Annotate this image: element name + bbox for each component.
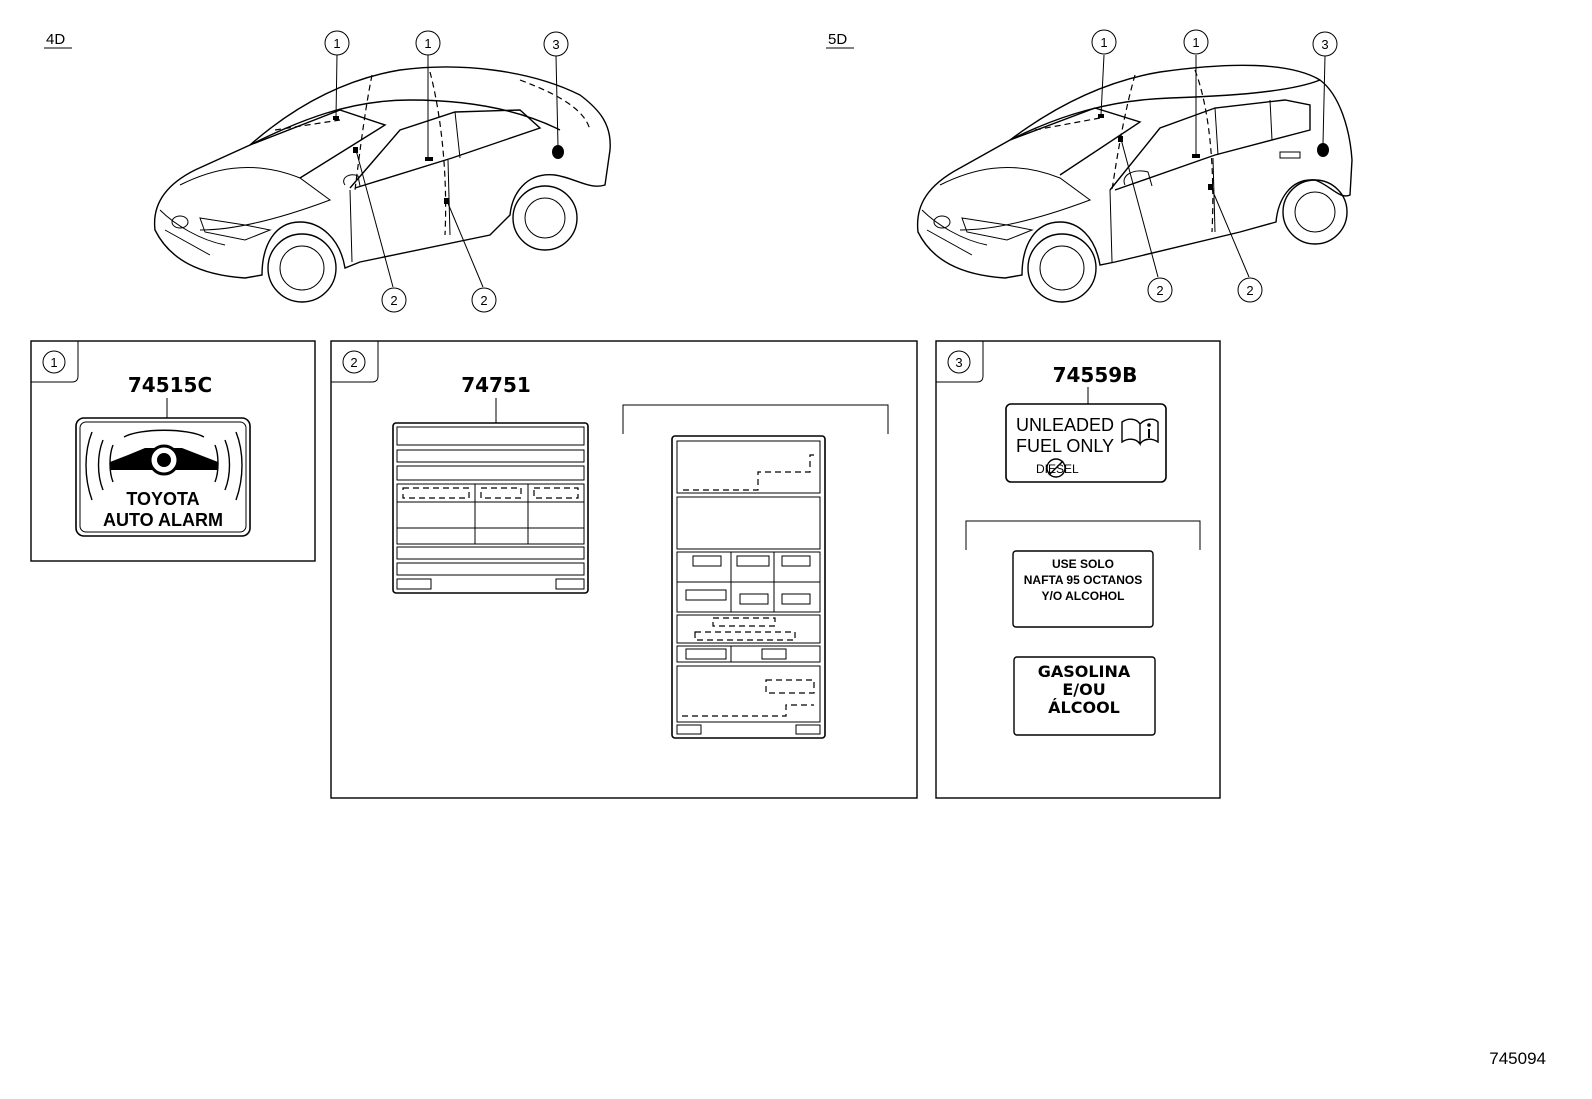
sedan-car-illustration — [153, 54, 611, 303]
svg-text:1: 1 — [50, 355, 57, 370]
svg-text:2: 2 — [480, 293, 487, 308]
hatch-callout-1b: 1 — [1183, 29, 1209, 55]
sedan-callout-1b: 1 — [415, 30, 441, 56]
hatch-callout-3: 3 — [1312, 31, 1338, 57]
hatch-callout-2a: 2 — [1147, 277, 1173, 303]
figure-id: 745094 — [1489, 1049, 1546, 1068]
panel-1-alarm-label: 1 74515C TOYOTA AUTO ALARM — [30, 340, 316, 562]
svg-text:NAFTA 95 OCTANOS: NAFTA 95 OCTANOS — [1024, 573, 1142, 587]
part-number-74751: 74751 — [461, 373, 531, 397]
spanish-fuel-sticker: USE SOLO NAFTA 95 OCTANOS Y/O ALCOHOL — [1012, 550, 1154, 628]
svg-text:UNLEADED: UNLEADED — [1016, 415, 1114, 435]
hatch-callout-1a: 1 — [1091, 29, 1117, 55]
svg-text:4D: 4D — [46, 31, 65, 48]
svg-text:3: 3 — [1321, 37, 1328, 52]
svg-text:1: 1 — [333, 36, 340, 51]
svg-text:DIESEL: DIESEL — [1036, 462, 1079, 476]
svg-text:1: 1 — [1192, 35, 1199, 50]
svg-text:ÁLCOOL: ÁLCOOL — [1048, 698, 1120, 717]
part-number-74559b: 74559B — [1053, 363, 1138, 387]
svg-text:2: 2 — [390, 293, 397, 308]
svg-text:3: 3 — [955, 355, 962, 370]
svg-text:AUTO ALARM: AUTO ALARM — [103, 510, 223, 530]
hatchback-car-illustration — [916, 54, 1353, 303]
sedan-callout-1a: 1 — [324, 30, 350, 56]
svg-text:GASOLINA: GASOLINA — [1038, 662, 1131, 681]
svg-text:2: 2 — [1156, 283, 1163, 298]
svg-text:FUEL ONLY: FUEL ONLY — [1016, 436, 1114, 456]
svg-text:TOYOTA: TOYOTA — [126, 489, 199, 509]
part-number-74515c: 74515C — [128, 373, 212, 397]
panel-2-info-label: 2 74751 — [330, 340, 918, 799]
svg-text:E/OU: E/OU — [1062, 680, 1105, 699]
sedan-callout-2b: 2 — [471, 287, 497, 313]
sedan-callout-3: 3 — [543, 31, 569, 57]
svg-text:3: 3 — [552, 37, 559, 52]
panel-3-fuel-labels: 3 74559B UNLEADED FUEL ONLY DIESEL USE S… — [935, 340, 1221, 799]
svg-text:USE SOLO: USE SOLO — [1052, 557, 1114, 571]
portuguese-fuel-sticker: GASOLINA E/OU ÁLCOOL — [1013, 656, 1156, 736]
hatch-callout-2b: 2 — [1237, 277, 1263, 303]
svg-text:1: 1 — [424, 36, 431, 51]
variant-label-4d: 4D — [44, 31, 72, 49]
variant-label-5d: 5D — [826, 31, 854, 49]
info-label-landscape — [392, 422, 589, 594]
alarm-car-icon — [85, 429, 243, 501]
info-label-portrait — [671, 435, 826, 739]
unleaded-fuel-sticker: UNLEADED FUEL ONLY DIESEL — [1005, 403, 1167, 483]
svg-text:Y/O ALCOHOL: Y/O ALCOHOL — [1042, 589, 1125, 603]
svg-text:2: 2 — [350, 355, 357, 370]
svg-text:1: 1 — [1100, 35, 1107, 50]
manual-info-icon — [1121, 418, 1159, 447]
svg-text:2: 2 — [1246, 283, 1253, 298]
sedan-callout-2a: 2 — [381, 287, 407, 313]
svg-text:5D: 5D — [828, 31, 847, 48]
